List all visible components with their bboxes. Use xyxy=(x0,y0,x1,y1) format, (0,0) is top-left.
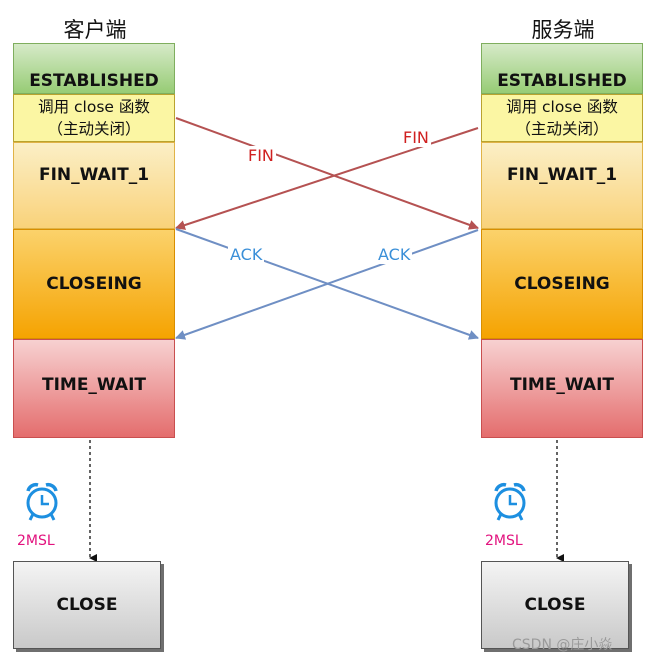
client-close-call-line2: （主动关闭） xyxy=(47,120,141,138)
server-ack-arrow xyxy=(175,229,479,340)
server-2msl-label: 2MSL xyxy=(485,533,523,549)
client-state-time-wait: TIME_WAIT xyxy=(13,339,175,438)
server-title: 服务端 xyxy=(531,18,595,42)
client-state-closing: CLOSEING xyxy=(13,229,175,339)
server-state-fin-wait-1: FIN_WAIT_1 xyxy=(481,142,643,229)
client-close-call-line1: 调用 close 函数 xyxy=(38,98,150,116)
client-title: 客户端 xyxy=(63,18,127,42)
client-fin-label: FIN xyxy=(246,146,276,165)
server-close-call-line2: （主动关闭） xyxy=(515,120,609,138)
client-alarm-clock-icon xyxy=(26,482,58,521)
server-state-closing: CLOSEING xyxy=(481,229,643,339)
client-2msl-label: 2MSL xyxy=(17,533,55,549)
server-fin-arrow xyxy=(175,127,479,230)
watermark: CSDN @庄小焱 xyxy=(512,637,613,653)
client-state-fin-wait-1: FIN_WAIT_1 xyxy=(13,142,175,229)
client-state-established: ESTABLISHED xyxy=(13,43,175,94)
client-close-call: 调用 close 函数 （主动关闭） xyxy=(13,94,175,142)
server-close-call: 调用 close 函数 （主动关闭） xyxy=(481,94,643,142)
server-close-call-line1: 调用 close 函数 xyxy=(506,98,618,116)
server-state-time-wait: TIME_WAIT xyxy=(481,339,643,438)
server-state-close: CLOSE xyxy=(481,561,629,649)
client-fin-arrow xyxy=(175,117,479,230)
server-state-established: ESTABLISHED xyxy=(481,43,643,94)
server-alarm-clock-icon xyxy=(494,482,526,521)
server-fin-label: FIN xyxy=(401,128,431,147)
client-state-close: CLOSE xyxy=(13,561,161,649)
server-ack-label: ACK xyxy=(376,245,413,264)
client-ack-label: ACK xyxy=(228,245,265,264)
